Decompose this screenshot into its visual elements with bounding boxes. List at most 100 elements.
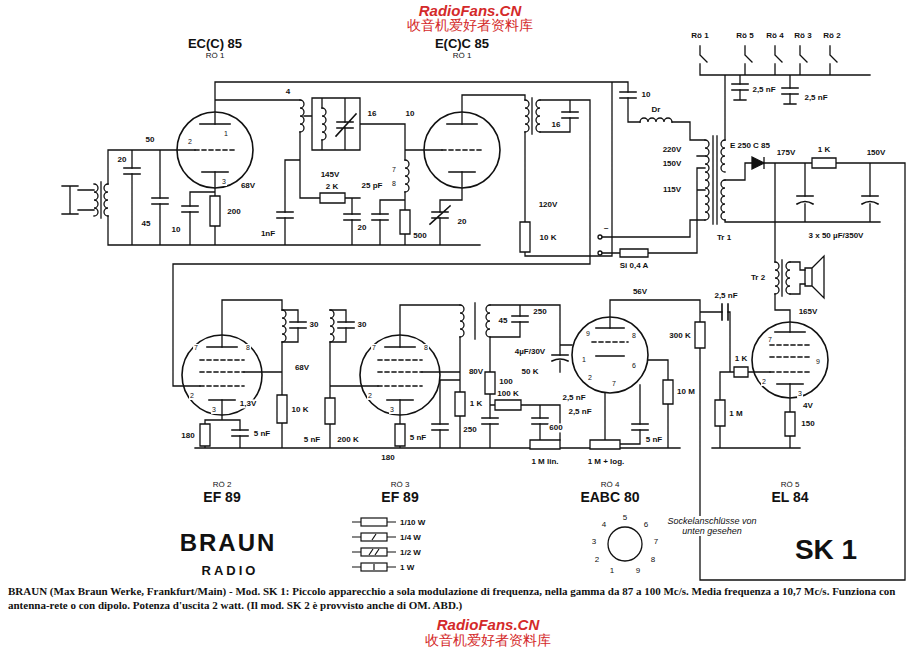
component-value: 200 xyxy=(226,207,241,216)
tube-symbol: E(C)C 85RÖ 1 xyxy=(419,36,505,191)
socket-note: Sockelanschlüsse von unten gesehen xyxy=(663,516,761,536)
tube-envelope-outline xyxy=(360,335,440,415)
component-value: E 250 C 85 xyxy=(729,141,771,150)
component-value: 1 M lin. xyxy=(530,457,559,466)
resistor-symbol xyxy=(352,518,396,526)
socket-pin-number: 4 xyxy=(601,520,607,529)
component-value: 1 K xyxy=(734,354,748,363)
component-value: 2 K xyxy=(325,182,339,191)
pin-number: 9 xyxy=(585,330,591,338)
tube-envelope xyxy=(747,319,833,505)
component-value: 56V xyxy=(632,287,648,296)
tube-envelope-outline xyxy=(182,335,262,415)
pin-number: 8 xyxy=(391,180,397,188)
pin-number: 6 xyxy=(631,362,637,370)
component-value: 45 xyxy=(141,219,152,228)
brand-logo: BRAUN xyxy=(179,529,278,557)
component-value: 115V xyxy=(662,185,682,194)
socket-diagram xyxy=(608,527,642,561)
tube-symbol: RÖ 5EL 84 xyxy=(747,319,833,505)
component-value: 1 K xyxy=(817,145,831,154)
resistor-symbol xyxy=(352,548,396,556)
component-value: 2,5 nF xyxy=(567,407,592,416)
resistor-symbol xyxy=(352,563,396,571)
legend-entry: 1/4 W xyxy=(352,529,421,545)
legend-label: 1/10 W xyxy=(400,518,425,527)
component-value: 10 xyxy=(405,109,416,118)
pin-number: 7 xyxy=(611,380,617,388)
tube-envelope xyxy=(177,332,267,505)
resistor-symbol xyxy=(352,529,396,545)
pin-number: 7 xyxy=(193,344,199,352)
pin-number: 3 xyxy=(797,390,803,398)
component-value: 10 K xyxy=(539,233,558,242)
component-value: 20 xyxy=(117,155,128,164)
component-value: 16 xyxy=(367,109,378,118)
pin-number: 8 xyxy=(423,344,429,352)
pin-number: 1 xyxy=(581,356,587,364)
component-value: 80V xyxy=(468,367,484,376)
component-value: 20 xyxy=(357,223,368,232)
resistor-symbol xyxy=(200,158,836,449)
component-value: 50 K xyxy=(521,367,540,376)
pin-number: 2 xyxy=(761,378,767,386)
component-value: 68V xyxy=(294,363,310,372)
socket-pin-number: 9 xyxy=(635,566,641,575)
component-value: Tr 1 xyxy=(716,233,732,242)
component-value: 68V xyxy=(240,181,256,190)
wattage-mark xyxy=(373,564,374,570)
resistor-body xyxy=(361,563,387,571)
watermark: 收音机爱好者资料库 xyxy=(406,17,534,35)
component-value: Rö 4 xyxy=(765,31,784,40)
component-value: 50 xyxy=(145,135,156,144)
component-value: 250 xyxy=(462,425,477,434)
socket-pin-number: 3 xyxy=(591,537,597,546)
coil-symbol xyxy=(94,100,790,342)
pin-number: 9 xyxy=(815,358,821,366)
tube-envelope-outline xyxy=(752,322,828,398)
component-value: 2,5 nF xyxy=(713,291,738,300)
pin-number: 1 xyxy=(223,130,229,138)
tube-number: RÖ 5 xyxy=(781,480,800,489)
watermark: 收音机爱好者资料库 xyxy=(424,632,552,650)
wattage-mark xyxy=(375,549,379,555)
tube-envelope-outline xyxy=(572,317,648,393)
component-value: ~ xyxy=(603,224,610,233)
pin-number: 3 xyxy=(211,406,217,414)
watermark: RadioFans.CN xyxy=(418,2,523,19)
component-value: 180 xyxy=(380,453,395,462)
component-value: 2,5 nF xyxy=(561,393,586,402)
component-value: 145V xyxy=(320,170,341,179)
component-value: 30 xyxy=(309,320,320,329)
component-value: 1 M xyxy=(728,409,743,418)
component-value: 3 x 50 µF/350V xyxy=(808,231,865,240)
component-value: 300 K xyxy=(668,331,691,340)
component-value: 165V xyxy=(798,307,819,316)
resistor-body xyxy=(361,548,387,556)
wattage-mark xyxy=(369,549,373,555)
resistor-symbol xyxy=(352,559,396,575)
socket-pin-number: 8 xyxy=(650,555,656,564)
tube-symbol: RÖ 2EF 89 xyxy=(177,332,267,505)
component-value: 100 K xyxy=(496,389,519,398)
mains-plug xyxy=(598,235,602,239)
tube-envelope xyxy=(355,332,445,505)
mains-plug xyxy=(598,251,602,255)
tube-electrode xyxy=(200,124,805,400)
component-value: Dr xyxy=(651,105,662,114)
tube-number: RÖ 1 xyxy=(206,51,225,60)
tube-type: EABC 80 xyxy=(580,489,639,505)
component-value: 10 M xyxy=(676,387,696,396)
component-value: 5 nF xyxy=(303,435,321,444)
legend-entry: 1/2 W xyxy=(352,544,421,560)
pin-number: 2 xyxy=(587,374,593,382)
component-value: 45 xyxy=(498,316,509,325)
tube-symbol: RÖ 3EF 89 xyxy=(355,332,445,505)
pin-number: 2 xyxy=(187,138,193,146)
resistor-symbol xyxy=(352,533,396,541)
legend-entry: 1 W xyxy=(352,559,414,575)
component-value: 5 nF xyxy=(645,435,663,444)
capacitor-symbol xyxy=(124,84,878,436)
component-value: Rö 5 xyxy=(735,31,754,40)
